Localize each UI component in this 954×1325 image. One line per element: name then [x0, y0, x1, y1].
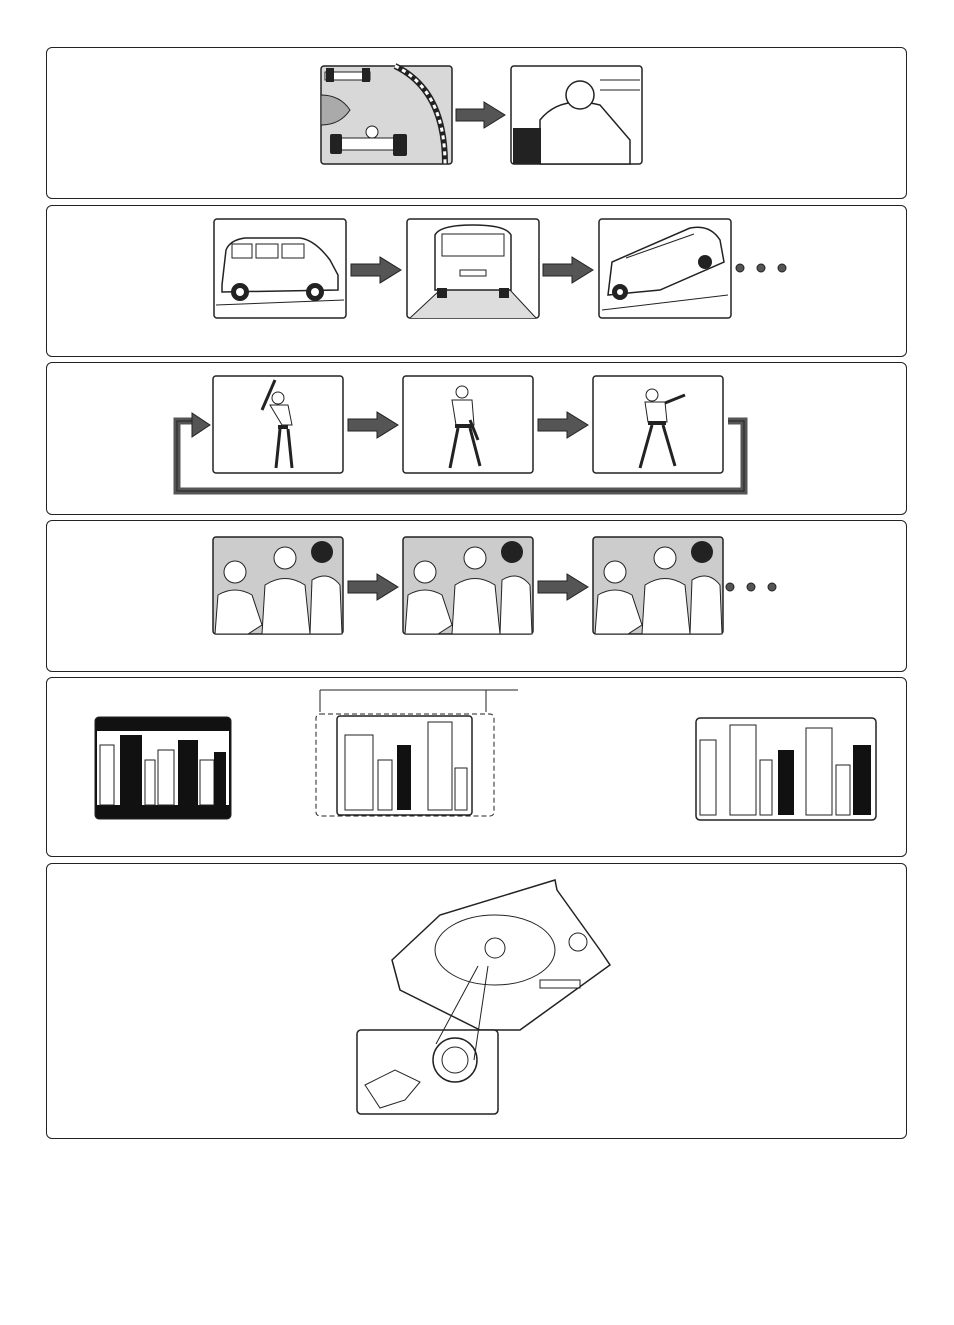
baseball-frame-2	[403, 376, 533, 473]
handshake-frame-2	[403, 537, 533, 634]
race-car-frame-1	[321, 66, 452, 164]
city-wide-frame	[696, 718, 876, 820]
arrow-right-icon	[538, 574, 588, 600]
minivan-frame-2	[407, 219, 539, 318]
continuation-dots	[736, 264, 786, 272]
arrow-right-icon	[348, 412, 398, 438]
baseball-frame-1	[213, 376, 343, 473]
continuation-dots	[726, 583, 776, 591]
minivan-frame-3	[599, 219, 731, 318]
handshake-frame-3	[593, 537, 723, 634]
baseball-frame-3	[593, 376, 723, 473]
arrow-right-icon	[192, 413, 210, 437]
city-letterbox-frame	[95, 717, 231, 819]
arrow-right-icon	[351, 257, 401, 283]
handshake-frame-1	[213, 537, 343, 634]
arrow-right-icon	[538, 412, 588, 438]
arrow-right-icon	[348, 574, 398, 600]
arrow-right-icon	[456, 102, 505, 128]
race-car-frame-2	[511, 66, 642, 164]
arrow-right-icon	[543, 257, 593, 283]
minivan-frame-1	[214, 219, 346, 318]
dvd-player-illustration	[392, 880, 610, 1030]
city-pan-scan-frame	[316, 690, 518, 816]
